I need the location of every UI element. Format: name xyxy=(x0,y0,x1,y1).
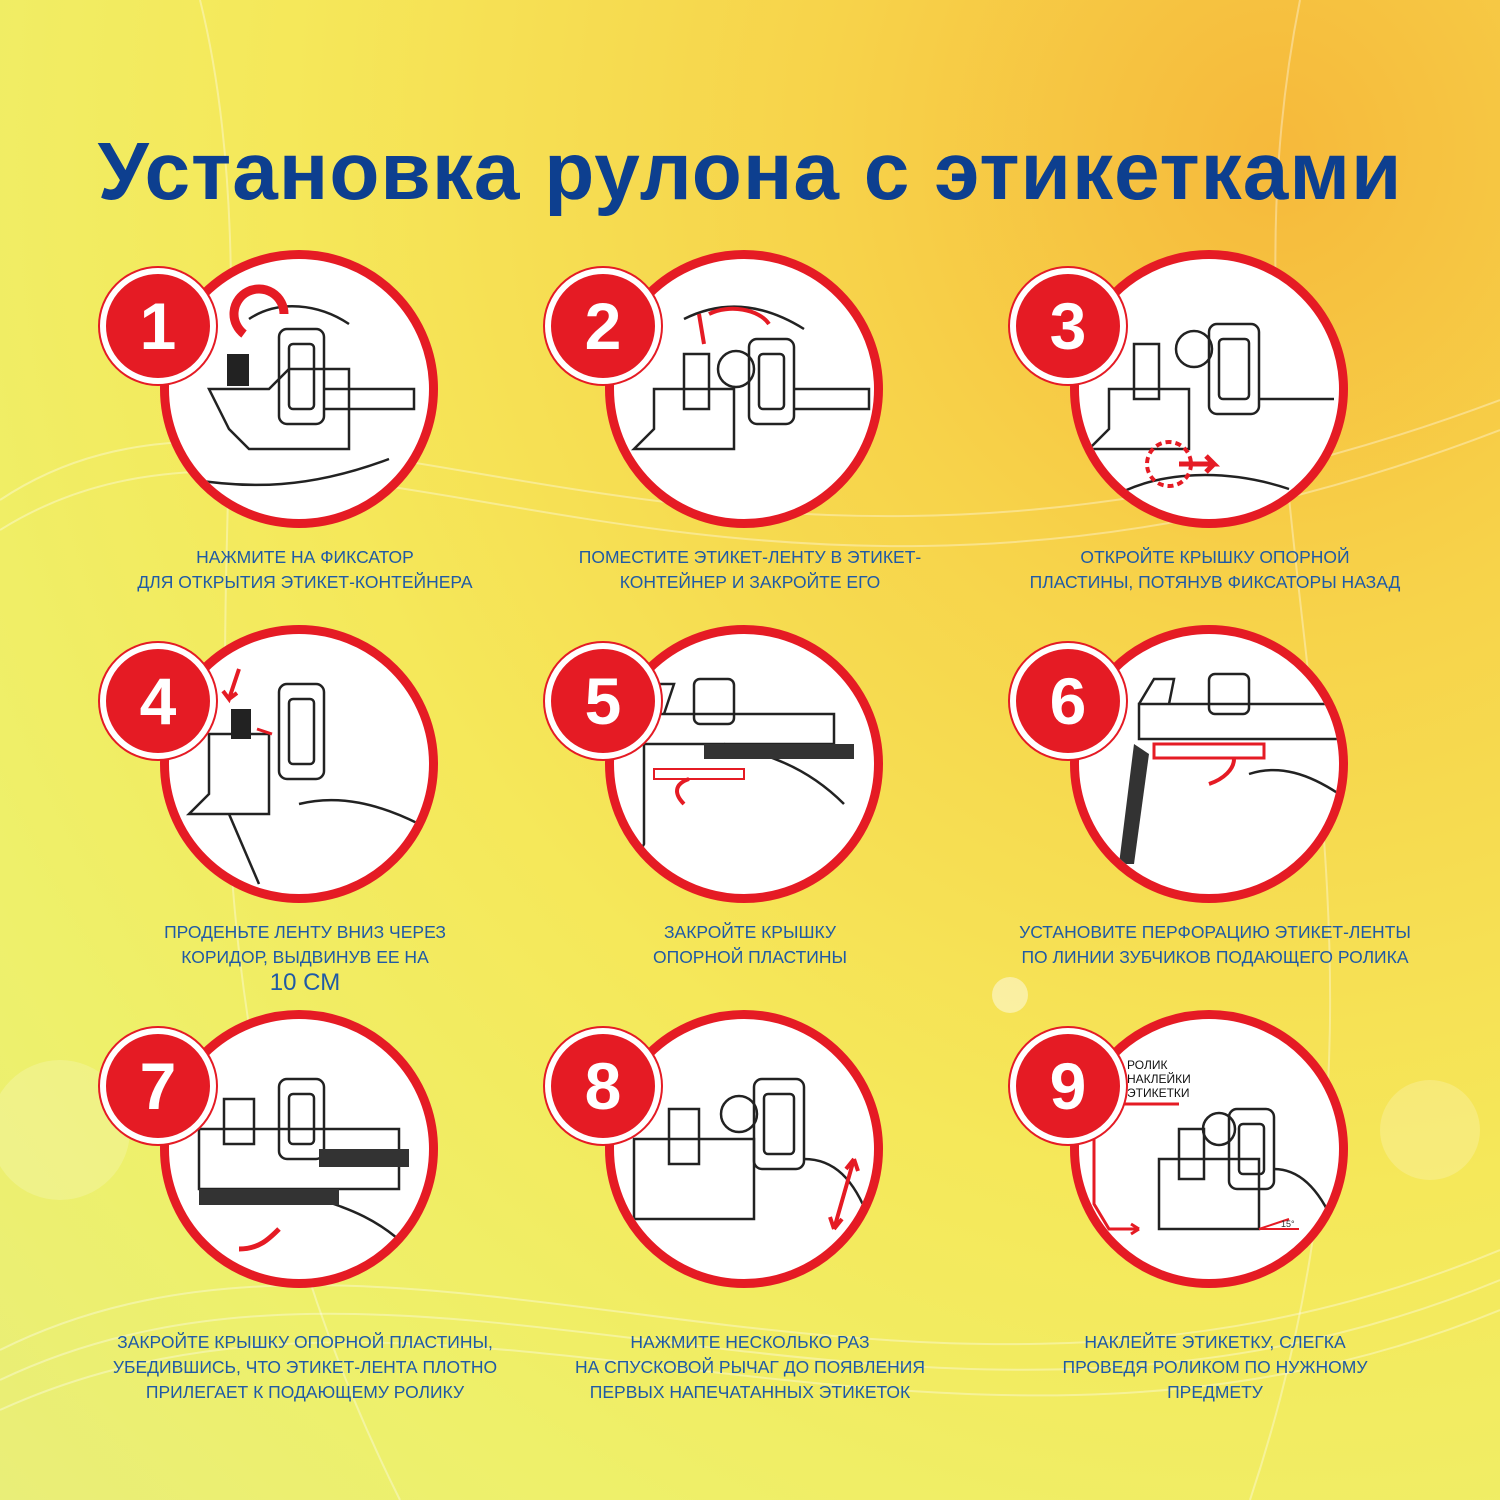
step-9-label-line-3: ЭТИКЕТКИ xyxy=(1127,1086,1190,1100)
step-7-number: 7 xyxy=(100,1028,216,1144)
step-4-caption: проденьте ленту вниз через коридор, выдв… xyxy=(164,922,446,996)
step-1-number: 1 xyxy=(100,268,216,384)
step-5-illustration xyxy=(605,625,883,903)
step-5-caption: закройте крышку опорной пластины xyxy=(653,922,847,967)
step-7-caption: закройте крышку опорной пластины, убедив… xyxy=(112,1332,498,1402)
step-6-caption: установите перфорацию этикет-ленты по ли… xyxy=(1019,922,1411,967)
step-9-label-line-2: НАКЛЕЙКИ xyxy=(1127,1071,1191,1086)
step-6-number: 6 xyxy=(1010,643,1126,759)
step-9-angle-label: 15° xyxy=(1281,1219,1295,1229)
step-8-number: 8 xyxy=(545,1028,661,1144)
step-5-number: 5 xyxy=(545,643,661,759)
step-3-caption: откройте крышку опорной пластины, потяну… xyxy=(1029,547,1401,592)
step-9-number: 9 xyxy=(1010,1028,1126,1144)
step-2-number: 2 xyxy=(545,268,661,384)
step-3-number: 3 xyxy=(1010,268,1126,384)
step-8-caption: нажмите несколько раз на спусковой рычаг… xyxy=(575,1332,925,1402)
step-4-number: 4 xyxy=(100,643,216,759)
step-1-caption: нажмите на фиксатор для открытия этикет-… xyxy=(137,547,473,592)
step-9-label-line-1: РОЛИК xyxy=(1127,1058,1167,1072)
step-2-caption: поместите этикет-ленту в этикет- контейн… xyxy=(578,547,922,592)
step-9-caption: наклейте этикетку, слегка проведя ролико… xyxy=(1062,1332,1368,1402)
page-title: Установка рулона с этикетками xyxy=(97,126,1403,217)
